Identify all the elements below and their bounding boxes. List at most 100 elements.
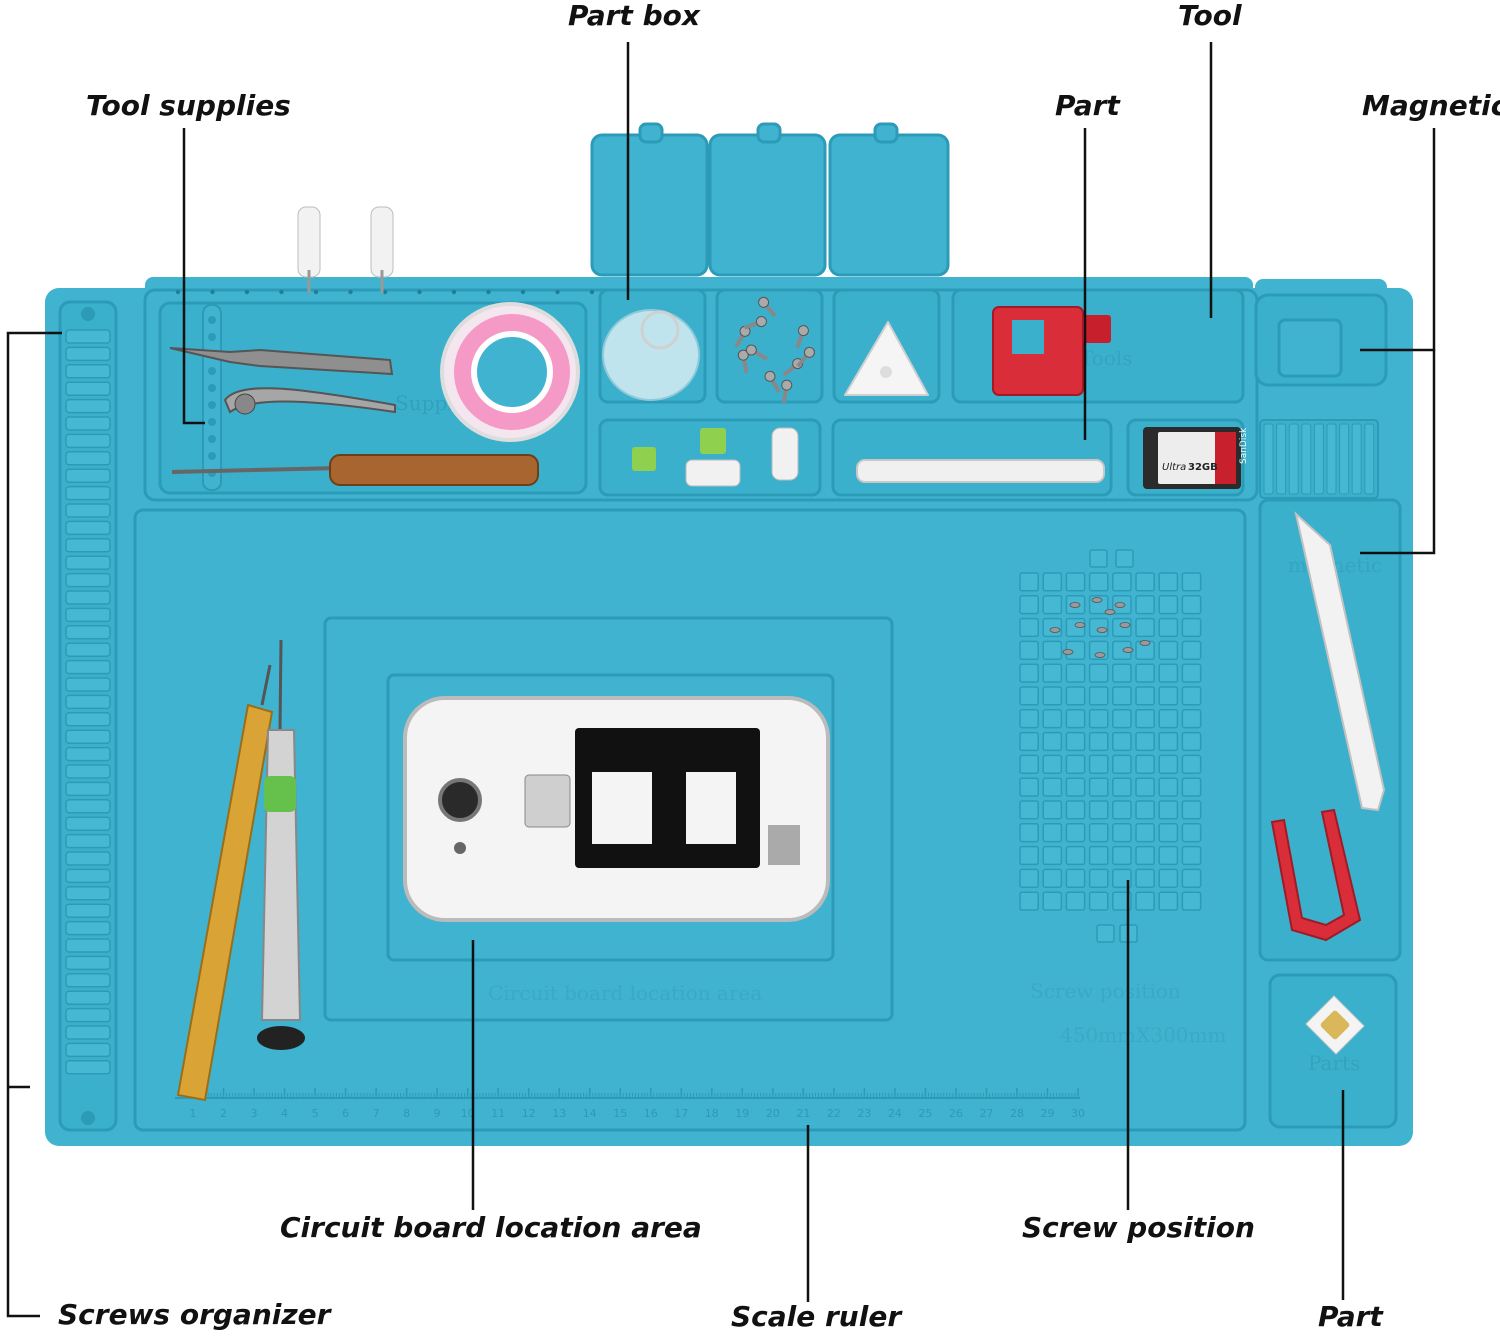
grid-cell <box>1158 595 1179 615</box>
ruler-tick-label: 24 <box>888 1107 902 1120</box>
grid-cell <box>1065 845 1086 866</box>
organizer-slot <box>65 590 111 605</box>
holder-hole <box>486 289 491 295</box>
screw <box>758 296 777 318</box>
organizer-slot <box>65 990 111 1005</box>
screw <box>781 379 793 404</box>
label-screw-position: Screw position <box>1022 1211 1255 1244</box>
grid-cell <box>1065 800 1086 820</box>
grid-cell <box>1112 709 1132 729</box>
grid-cell <box>1088 686 1109 706</box>
organizer-slot <box>65 920 111 936</box>
grid-cell <box>1135 709 1155 729</box>
grid-cell <box>1112 663 1132 683</box>
organizer-slot <box>65 485 111 501</box>
spudger-metal <box>169 347 394 376</box>
grid-cell <box>1065 868 1086 888</box>
organizer-slot <box>65 607 111 623</box>
grid-cell <box>1181 572 1202 592</box>
ruler-tick-label: 23 <box>857 1107 871 1120</box>
grid-cell <box>1019 823 1039 843</box>
grid-cell <box>1088 868 1109 888</box>
ruler-tick-label: 6 <box>342 1107 349 1120</box>
grid-cell <box>1135 800 1155 820</box>
grid-cell <box>1042 731 1063 752</box>
micro-screw <box>1122 647 1134 653</box>
organizer-slot <box>65 520 111 536</box>
grid-cell <box>1088 663 1109 683</box>
grid-cell <box>1065 754 1086 774</box>
grid-cell <box>1112 777 1132 797</box>
grid-cell <box>1135 777 1155 797</box>
grid-cell <box>1088 823 1109 843</box>
organizer-slot <box>65 816 111 831</box>
leader-lines <box>6 42 1436 1318</box>
loose-screws <box>734 296 815 404</box>
pin-tools <box>297 206 394 293</box>
label-magnetic: Magnetic <box>1362 89 1500 122</box>
svg-text:Tools: Tools <box>1080 346 1133 370</box>
holder-hole <box>244 289 250 295</box>
organizer-slot <box>65 764 111 779</box>
svg-text:Screw position: Screw position <box>1030 979 1181 1003</box>
grid-cell <box>1096 924 1115 943</box>
grid-cell <box>1181 823 1202 843</box>
grid-cell <box>1112 800 1132 820</box>
ruler-tick-label: 26 <box>949 1107 963 1120</box>
screw <box>743 316 767 330</box>
grid-cell <box>1042 800 1063 820</box>
label-screws-organizer: Screws organizer <box>58 1298 331 1331</box>
holder-hole <box>210 289 215 295</box>
ruler-tick-label: 25 <box>918 1107 932 1120</box>
holder-hole <box>208 452 216 460</box>
grid-cell <box>1088 709 1109 729</box>
svg-text:Ultra: Ultra <box>1162 462 1186 473</box>
organizer-slot <box>65 799 111 814</box>
grid-cell <box>1158 823 1179 843</box>
grid-cell <box>1181 595 1202 615</box>
pick-tool <box>171 454 539 486</box>
organizer-slot <box>65 329 111 344</box>
micro-screw <box>1069 602 1081 608</box>
svg-text:450mmX300mm: 450mmX300mm <box>1060 1023 1226 1047</box>
grid-cell <box>1181 891 1202 911</box>
label-tool-supplies: Tool supplies <box>86 89 291 122</box>
grid-cell <box>1065 572 1086 592</box>
ridge <box>1351 423 1362 495</box>
organizer-slot <box>65 1060 111 1075</box>
micro-screw <box>1119 622 1131 628</box>
grid-cell <box>1065 823 1086 843</box>
micro-screw <box>1091 597 1103 603</box>
ruler-tick-label: 17 <box>674 1107 688 1120</box>
straight-tweezers <box>1294 511 1386 812</box>
grid-cell <box>1088 777 1109 797</box>
grid-cell <box>1089 549 1108 568</box>
holder-hole <box>348 289 353 295</box>
grid-cell <box>1042 663 1063 683</box>
holder-hole <box>208 384 216 392</box>
grid-cell <box>1181 868 1202 888</box>
organizer-slot <box>65 555 111 570</box>
organizer-slot <box>65 746 111 762</box>
grid-cell <box>1135 754 1155 774</box>
svg-text:SanDisk: SanDisk <box>1239 427 1249 464</box>
ruler-tick-label: 5 <box>312 1107 319 1120</box>
ruler-tick-label: 15 <box>613 1107 627 1120</box>
work-area: Circuit board location area Screw positi… <box>133 508 1247 1132</box>
ruler-tick-label: 22 <box>827 1107 841 1120</box>
ridge <box>1288 423 1299 495</box>
ruler-tick-label: 7 <box>373 1107 380 1120</box>
grid-cell <box>1135 868 1155 888</box>
label-part-box: Part box <box>568 0 700 32</box>
screws-organizer-slots <box>65 307 111 1125</box>
sd-card: SanDisk Ultra 32GB <box>1143 427 1249 489</box>
ridge <box>1313 423 1324 495</box>
grid-cell <box>1112 823 1132 843</box>
red-opener-tool <box>1270 808 1362 942</box>
organizer-slot <box>65 886 111 901</box>
holder-hole <box>451 289 457 295</box>
holder-hole <box>589 289 595 295</box>
grid-cell <box>1019 617 1039 638</box>
grid-cell <box>1112 845 1132 866</box>
